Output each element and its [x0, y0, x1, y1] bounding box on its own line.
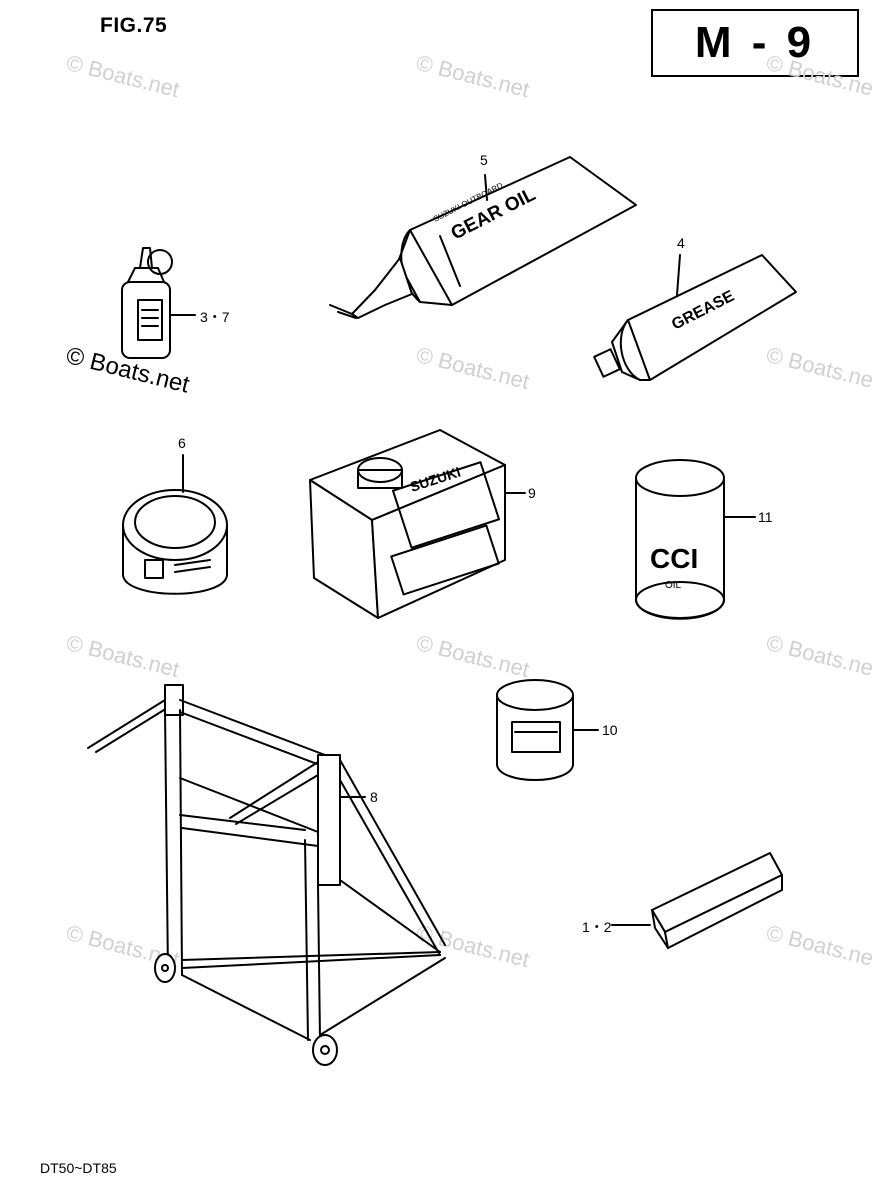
cci-sub-label: OIL	[665, 580, 682, 591]
cci-oil-canister: CCI OIL	[635, 459, 725, 620]
section-badge: M - 9	[651, 9, 859, 77]
engine-stand	[87, 684, 446, 1066]
grease-can	[122, 489, 228, 595]
callout-10: 10	[602, 722, 618, 738]
grease-tube: GREASE	[593, 254, 797, 381]
callout-11: 11	[758, 509, 773, 525]
block-bar	[651, 852, 783, 949]
cci-label: CCI	[650, 543, 698, 574]
small-bottle	[121, 247, 173, 359]
callout-4: 4	[677, 235, 685, 251]
callout-1-2: 1・2	[582, 919, 612, 935]
model-range: DT50~DT85	[40, 1160, 117, 1176]
callout-9: 9	[528, 485, 536, 501]
oil-can: SUZUKI	[309, 429, 506, 619]
figure-number: FIG.75	[100, 14, 168, 37]
callout-8: 8	[370, 789, 378, 805]
section-code: M - 9	[694, 18, 816, 67]
callout-3-7: 3・7	[200, 309, 230, 325]
gear-oil-tube: GEAR OIL SUZUKI OUTBOARD	[329, 156, 637, 319]
callout-6: 6	[178, 435, 186, 451]
callout-5: 5	[480, 152, 488, 168]
small-can	[496, 679, 574, 781]
